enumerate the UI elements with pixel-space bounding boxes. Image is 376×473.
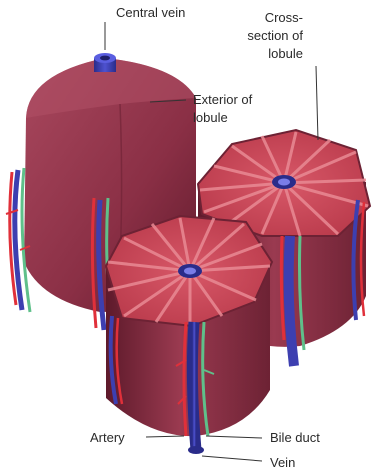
central-vein-label: Central vein: [116, 5, 185, 20]
cross-section-label-line3: lobule: [268, 46, 303, 61]
cross-section-leader: [316, 66, 318, 140]
front-lobule: [106, 216, 272, 454]
exterior-label: Exterior of lobule: [193, 92, 253, 125]
vein-leader: [202, 456, 262, 461]
central-vein-stub: [94, 53, 116, 72]
cross-section-label: Cross- section of lobule: [247, 10, 303, 61]
cross-section-label-line1: Cross-: [265, 10, 303, 25]
bile-duct-label: Bile duct: [270, 430, 320, 445]
cross-section-label-line2: section of: [247, 28, 303, 43]
vein-label: Vein: [270, 455, 295, 470]
exterior-label-line1: Exterior of: [193, 92, 253, 107]
exterior-label-line2: lobule: [193, 110, 228, 125]
artery-leader: [146, 436, 184, 437]
bile-duct-leader: [206, 436, 262, 438]
artery-label: Artery: [90, 430, 125, 445]
